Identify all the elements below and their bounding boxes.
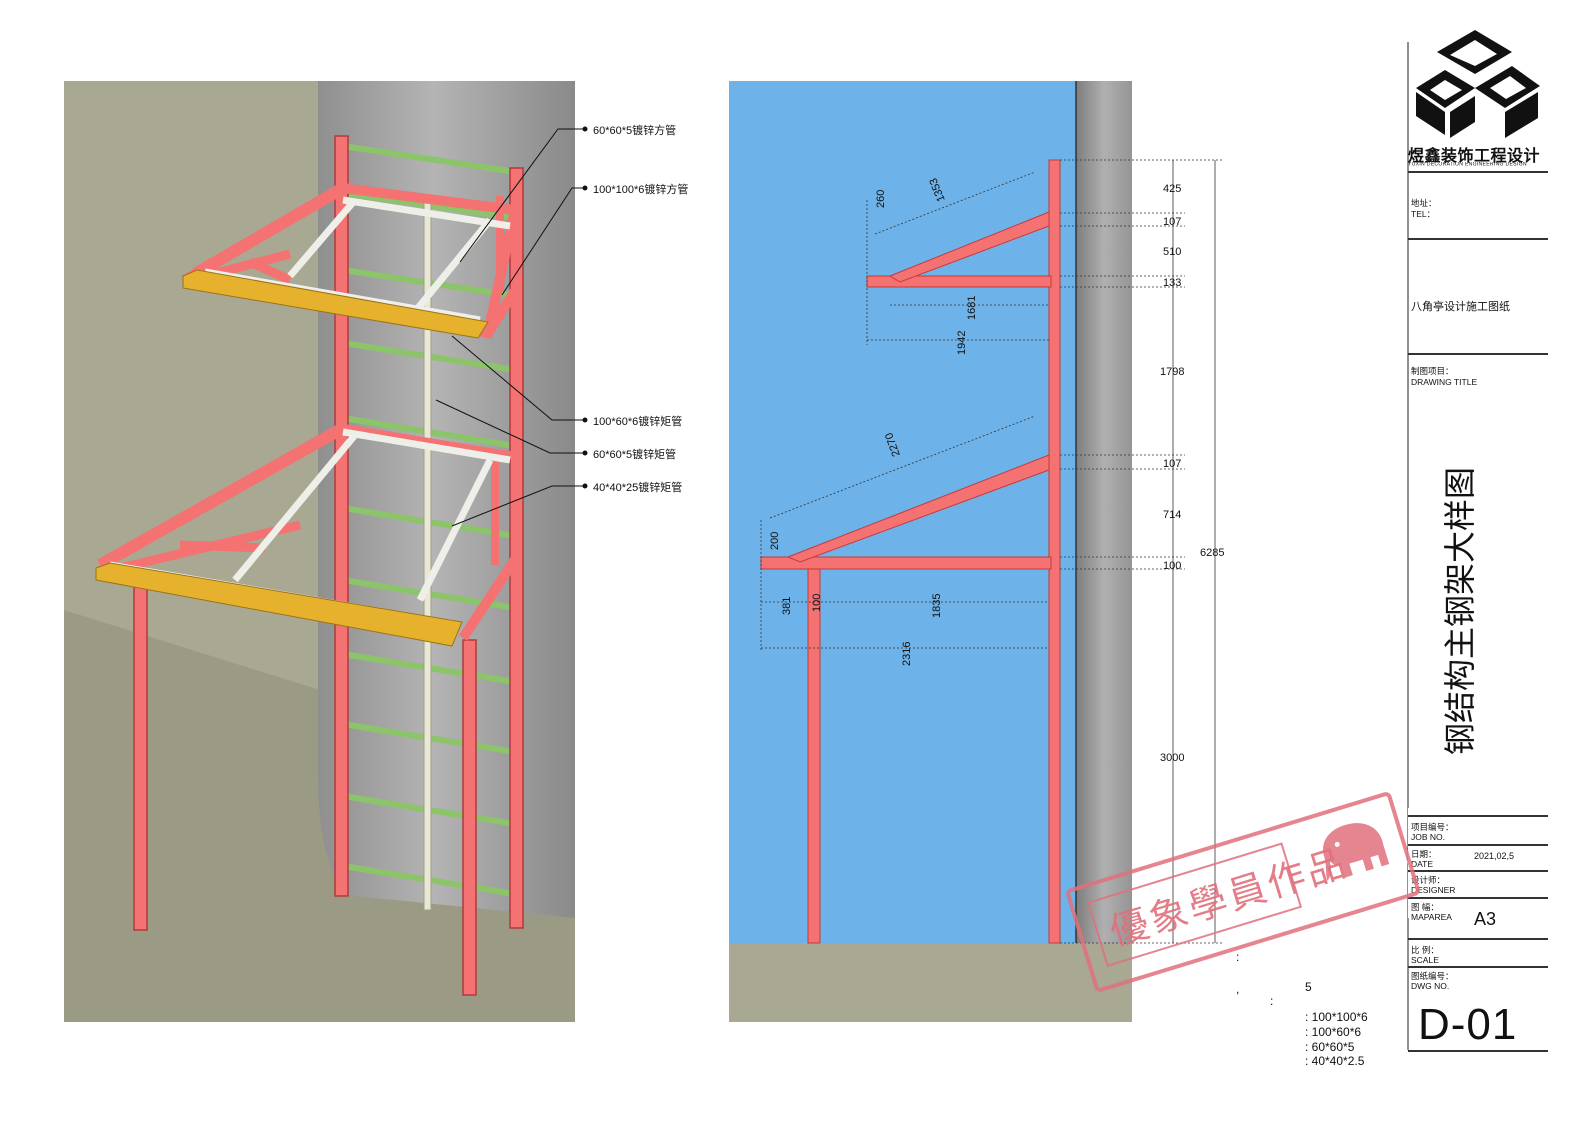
tb-divider-9 xyxy=(1408,966,1548,968)
callout-100x60x6-rect: 100*60*6镀锌矩管 xyxy=(593,416,683,428)
drawing-title-label-en: DRAWING TITLE xyxy=(1411,377,1478,387)
dim-107a: 107 xyxy=(1163,216,1181,228)
tb-divider-5 xyxy=(1408,844,1548,846)
dim-100: 100 xyxy=(1163,560,1181,572)
tb-divider-4 xyxy=(1408,815,1548,817)
dim-107b: 107 xyxy=(1163,458,1181,470)
scale-label-en: SCALE xyxy=(1411,955,1439,965)
dim-100-post: 100 xyxy=(811,594,823,612)
callout-leaders xyxy=(435,128,585,527)
dim-510: 510 xyxy=(1163,246,1181,258)
tb-divider-2 xyxy=(1408,238,1548,240)
callout-60x60x5-rect: 60*60*5镀锌矩管 xyxy=(593,449,677,461)
lower-canopy xyxy=(95,422,523,647)
note-8: : 40*40*2.5 xyxy=(1305,1054,1365,1068)
company-name: 煜鑫装饰工程设计 xyxy=(1408,148,1541,165)
job-no-label-en: JOB NO. xyxy=(1411,832,1446,842)
drawing-title-label-cn: 制图项目： xyxy=(1411,366,1454,376)
tb-divider-8 xyxy=(1408,938,1548,940)
note-2: , xyxy=(1236,982,1240,996)
center-tube xyxy=(423,199,432,911)
dim-6285: 6285 xyxy=(1200,547,1224,559)
dim-381: 381 xyxy=(781,597,793,615)
dim-3000: 3000 xyxy=(1160,752,1184,764)
title-block: 煜鑫装饰工程设计 YUXIN DECORATION ENGINEERING DE… xyxy=(1408,0,1558,1123)
dwg-no-value: D-01 xyxy=(1418,1000,1518,1049)
note-1: : xyxy=(1236,950,1240,964)
company-name-en: YUXIN DECORATION ENGINEERING DESIGN xyxy=(1408,162,1527,168)
dimension-lines xyxy=(760,159,1222,944)
elevation-ground xyxy=(729,943,1132,1022)
dim-1942: 1942 xyxy=(956,331,968,355)
student-stamp: 優象學員作品 xyxy=(1064,790,1422,994)
project-name: 八角亭设计施工图纸 xyxy=(1411,301,1510,313)
designer-label-cn: 设计师： xyxy=(1411,875,1446,885)
note-5: : 100*100*6 xyxy=(1305,1010,1368,1024)
perspective-view xyxy=(64,81,588,1022)
job-no-label-cn: 项目编号： xyxy=(1411,822,1454,832)
callout-60x60x5-square: 60*60*5镀锌方管 xyxy=(593,125,677,137)
callout-dots xyxy=(582,126,588,489)
tb-divider-10 xyxy=(1408,1050,1548,1052)
designer-label-en: DESIGNER xyxy=(1411,885,1456,895)
dwg-no-label-en: DWG NO. xyxy=(1411,981,1450,991)
dim-1798: 1798 xyxy=(1160,366,1184,378)
tb-divider-1 xyxy=(1408,171,1548,173)
drawing-title: 钢结构主钢架大样图 xyxy=(1442,466,1478,755)
elevation-steel xyxy=(760,159,1061,944)
tb-divider-6 xyxy=(1408,870,1548,872)
address-label: 地址： xyxy=(1411,198,1437,208)
elephant-icon xyxy=(1323,823,1390,881)
scale-label-cn: 比 例： xyxy=(1411,945,1439,955)
tel-label: TEL： xyxy=(1411,209,1436,219)
note-4: 5 xyxy=(1305,980,1312,994)
vertical-posts xyxy=(133,135,524,996)
dim-714: 714 xyxy=(1163,509,1181,521)
title-block-frame xyxy=(1407,30,1548,1050)
tb-divider-7 xyxy=(1408,897,1548,899)
dim-1835: 1835 xyxy=(931,594,943,618)
dim-260: 260 xyxy=(875,190,887,208)
perspective-shadow xyxy=(64,610,575,1022)
maparea-label-en: MAPAREA xyxy=(1411,912,1452,922)
callout-40x40x25-rect: 40*40*25镀锌矩管 xyxy=(593,482,683,494)
note-3: : xyxy=(1270,994,1274,1008)
maparea-label-cn: 图 幅： xyxy=(1411,902,1439,912)
date-label-en: DATE xyxy=(1411,859,1434,869)
dim-2316: 2316 xyxy=(901,642,913,666)
dim-425: 425 xyxy=(1163,183,1181,195)
tb-divider-3 xyxy=(1408,353,1548,355)
dim-133: 133 xyxy=(1163,277,1181,289)
dim-200: 200 xyxy=(769,532,781,550)
maparea-value: A3 xyxy=(1474,909,1497,929)
date-label-cn: 日期： xyxy=(1411,849,1437,859)
note-6: : 100*60*6 xyxy=(1305,1025,1362,1039)
company-logo-highlights xyxy=(1430,40,1526,100)
elevation-wall xyxy=(1076,81,1132,943)
upper-canopy xyxy=(181,182,523,339)
dimension-texts: 425 107 510 133 1798 107 714 100 3000 62… xyxy=(769,176,1224,764)
elevation-view xyxy=(729,81,1222,1022)
callout-100x100x6-square: 100*100*6镀锌方管 xyxy=(593,184,689,196)
dwg-no-label-cn: 图纸编号： xyxy=(1411,971,1454,981)
dimension-axes xyxy=(1172,160,1216,943)
dim-1681: 1681 xyxy=(966,296,978,320)
date-value: 2021,02,5 xyxy=(1474,851,1515,861)
note-7: : 60*60*5 xyxy=(1305,1040,1355,1054)
